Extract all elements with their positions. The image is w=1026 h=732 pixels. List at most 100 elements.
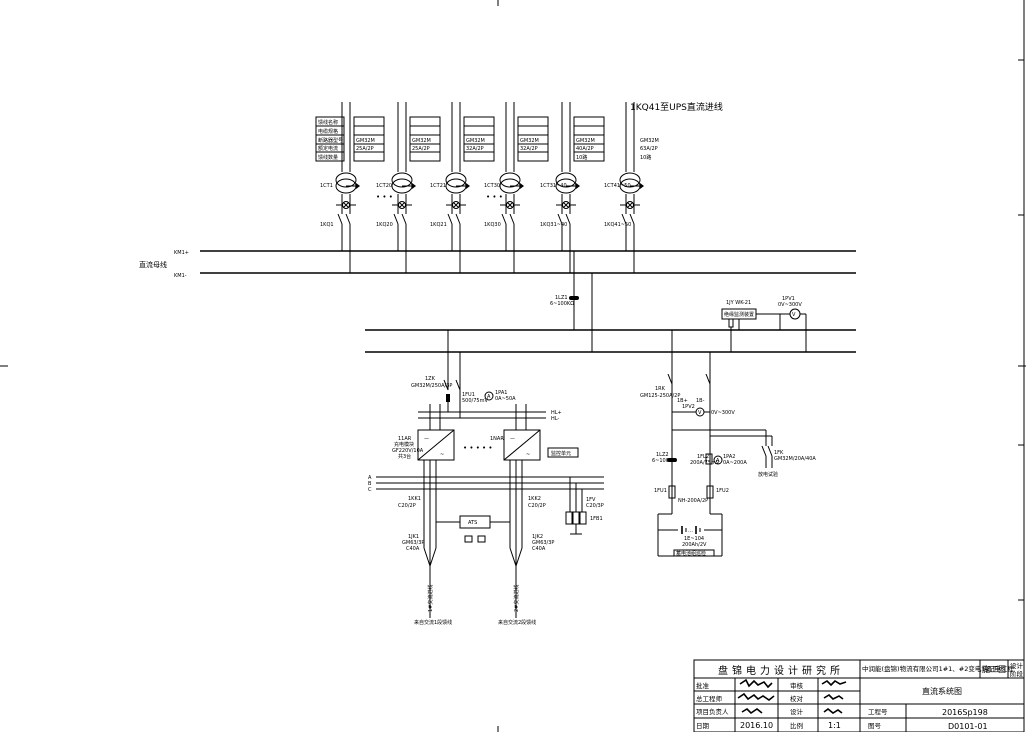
feeder-ct-oval (555, 172, 577, 188)
feeder-rating: 32A/2P (520, 146, 538, 152)
feeder-rating: 25A/2P (412, 146, 430, 152)
ac-lower-2: 1JK2 (532, 534, 543, 540)
monitor-tag: 1JY WK-21 (726, 300, 751, 306)
feeder-lamp-x (563, 202, 569, 208)
feeder-breaker-contact (629, 213, 635, 225)
test-switch-spec: GM32M/20A/40A (774, 456, 816, 462)
charger-shunt-value: 500/75mV (462, 398, 488, 404)
row-design: 设计 (790, 707, 804, 716)
feeder-ct-tag: 1CT41~50 (604, 183, 631, 189)
row-review: 审核 (790, 681, 804, 690)
stage-note-1: 设计 (1010, 661, 1024, 670)
feeder-model: GM32M (520, 138, 539, 144)
feeder-ct-oval (499, 172, 521, 188)
feeder-dots-2: • • • (486, 193, 503, 201)
feeder-ct-oval (335, 172, 357, 188)
row-date: 日期 (696, 722, 710, 730)
module-1-tag: 11AR (398, 436, 412, 442)
feeder-model: GM32M (640, 138, 659, 144)
charger-section: 1ZK GM32M/250A/3P 1FU1 500/75mV A 1PA1 0… (368, 330, 604, 626)
ammeter-symbol: A (487, 394, 491, 400)
feeder-table (463, 116, 495, 162)
project-no: 2016Sp198 (942, 708, 988, 717)
feeder-breaker-contact (501, 213, 507, 225)
row-approve: 批准 (696, 681, 710, 690)
feeder-rating: 32A/2P (466, 146, 484, 152)
feeder-ct-oval (391, 172, 413, 188)
stage-note-2: 阶段 (1010, 669, 1024, 678)
feeder-breaker-contact (565, 213, 571, 225)
dc-bus: KM1+ KM1- 直流母线 (139, 250, 856, 279)
row-check: 校对 (790, 694, 804, 703)
module-1-ac-symbol: ~ (440, 452, 444, 458)
feeder-arrow-head (356, 183, 360, 189)
charger-breaker-tag: 1ZK (425, 376, 436, 382)
phase-b: B (368, 481, 372, 487)
feeder-ct-tag: 1CT1 (320, 183, 333, 189)
feeder-table (353, 116, 385, 162)
battery-voltmeter-symbol: V (698, 410, 702, 416)
ats-label: ATS (468, 520, 477, 526)
feeder-breaker-tag: 1KQ21 (430, 222, 447, 228)
fuse-tag: 1LZ1 (555, 295, 568, 301)
feeder-breaker-tag: 1KQ30 (484, 222, 501, 228)
drawing-name: 直流系统图 (922, 686, 962, 696)
bus-negative-label: KM1- (174, 273, 187, 279)
feeder-arrow-head (466, 183, 470, 189)
feeder-table (517, 116, 549, 162)
module-n-ac-symbol: ~ (526, 452, 530, 458)
row-chief-engineer: 总工程师 (696, 694, 723, 703)
row-project-lead: 项目负责人 (696, 707, 729, 716)
feeder-lamp-x (343, 202, 349, 208)
feeder-breaker-contact (345, 213, 351, 225)
feeder-rating: 25A/2P (356, 146, 374, 152)
fuse-pair-2: 1FU2 (716, 488, 729, 494)
institute-name: 盘锦电力设计研究所 (718, 664, 844, 677)
battery-box: 蓄电池组巡检 (676, 550, 706, 557)
drawing-no-label: 图号 (868, 722, 882, 730)
shunt-tag: 1FL2 (697, 454, 709, 460)
incoming-cable-2: 2#交流进线 (513, 585, 520, 612)
feeder-arrow-head (520, 183, 524, 189)
feeder-breaker-contact (447, 213, 453, 225)
module-dots: • • • • • (463, 444, 493, 452)
bus-positive-label: KM1+ (174, 250, 189, 256)
test-label: 放电试验 (758, 471, 778, 478)
battery-section: 1RK GM125-250A/2P 1B+ 1B- V 1PV2 0V~300V… (640, 330, 816, 557)
header-feeder-count: 馈线数量 (318, 154, 338, 161)
signatures (737, 678, 847, 715)
feeder-table (409, 116, 441, 162)
battery-fuse: 1LZ2 (656, 452, 669, 458)
feeder-breaker-tag: 1KQ1 (320, 222, 334, 228)
battery-fuse-value: 6~100KΩ (652, 458, 676, 464)
ac-lower-2-rating: C40A (532, 546, 546, 552)
ac-breaker-2: 1KK2 (528, 496, 541, 502)
hl-negative: HL- (551, 416, 559, 422)
bus-link: 1LZ1 6~100KΩ (550, 251, 593, 352)
feeder-rating: 40A/2P (576, 146, 594, 152)
spd-spec: C20/3P (586, 503, 604, 509)
phase-a: A (368, 475, 372, 481)
feeder-breaker-contact (393, 213, 399, 225)
feeder-breaker-tag: 1KQ41~50 (604, 222, 631, 228)
feeder-group: GM32M25A/2P1CT11KQ1GM32M25A/2P1CT201KQ20… (320, 102, 659, 273)
battery-ammeter-tag: 1PA2 (723, 454, 735, 460)
battery-meter-value: 0V~300V (711, 410, 735, 416)
battery-ammeter-value: 0A~200A (723, 460, 747, 466)
charger-ammeter-tag: 1PA1 (495, 390, 507, 396)
module-1-desc: 充电模块 (394, 441, 414, 448)
shunt-value: 200A/75mV (690, 460, 720, 466)
ac-lower-1: 1JK1 (408, 534, 419, 540)
project-no-label: 工程号 (868, 707, 888, 716)
battery-breaker-model: GM125-250A/2P (640, 393, 680, 399)
battery-ammeter-symbol: A (716, 458, 720, 464)
battery-breaker: 1RK (655, 386, 666, 392)
row-scale: 比例 (790, 721, 803, 730)
monitor-unit-label: 监控单元 (551, 450, 571, 457)
feeder-breaker-tag: 1KQ31~40 (540, 222, 567, 228)
feeder-count: 10路 (640, 154, 651, 161)
feeder-lamp-x (627, 202, 633, 208)
